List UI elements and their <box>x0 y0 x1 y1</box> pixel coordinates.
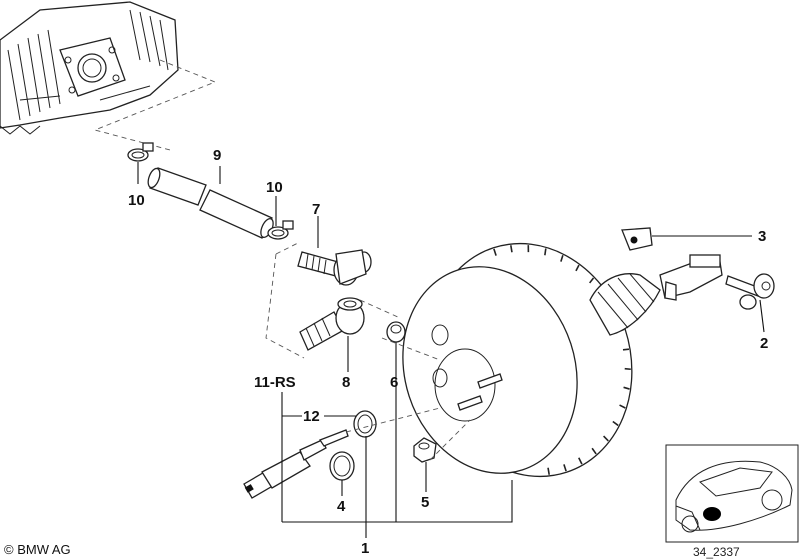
rim-seam-mark <box>578 457 583 465</box>
rim-seam-mark <box>591 447 597 455</box>
booster-location-marker <box>703 507 721 521</box>
rim-seam-mark <box>623 386 630 390</box>
rim-seam-mark <box>622 348 630 351</box>
label-part-10-upper: 10 <box>128 192 145 209</box>
label-part-11-rs: 11-RS <box>254 374 296 391</box>
label-part-6: 6 <box>390 374 398 391</box>
rim-seam-mark <box>589 277 595 284</box>
rim-seam-mark <box>560 254 564 262</box>
nut <box>413 437 437 463</box>
vacuum-connection <box>299 297 365 351</box>
rim-seam-mark <box>624 367 631 371</box>
valve-dash-line <box>265 241 401 359</box>
rim-seam-mark <box>544 248 547 256</box>
label-part-3: 3 <box>758 228 766 245</box>
rim-seam-mark <box>619 404 626 409</box>
vacuum-sensor <box>243 429 349 499</box>
leader-lines <box>137 162 765 538</box>
label-part-2: 2 <box>760 335 768 352</box>
brake-booster <box>402 242 723 478</box>
manifold-dash-line <box>93 59 217 151</box>
diagram-id: 34_2337 <box>693 545 740 559</box>
label-part-4: 4 <box>337 498 346 515</box>
label-part-5: 5 <box>421 494 429 511</box>
label-part-10-lower: 10 <box>266 179 283 196</box>
rim-seam-mark <box>612 420 619 427</box>
label-part-1: 1 <box>361 540 369 557</box>
vacuum-hose <box>147 167 274 239</box>
rim-seam-mark <box>510 245 513 253</box>
check-valve <box>297 249 372 286</box>
intake-manifold-illustration <box>0 1 179 135</box>
vehicle-location-inset <box>665 444 799 543</box>
hose-clamp-upper <box>127 142 154 162</box>
label-part-8: 8 <box>342 374 350 391</box>
clip <box>621 227 653 251</box>
rim-seam-mark <box>547 467 550 475</box>
rim-seam-mark <box>563 464 567 472</box>
hose-clamp-lower <box>267 220 294 240</box>
label-part-12: 12 <box>303 408 320 425</box>
rim-seam-mark <box>575 264 580 272</box>
rim-seam-mark <box>493 248 497 256</box>
rim-seam-mark <box>603 435 609 442</box>
sensor-dash-line <box>345 337 471 461</box>
label-part-7: 7 <box>312 201 320 218</box>
copyright-notice: © BMW AG <box>4 542 71 557</box>
grommet <box>386 321 406 343</box>
label-part-9: 9 <box>213 147 221 164</box>
clevis-pin <box>725 273 775 310</box>
